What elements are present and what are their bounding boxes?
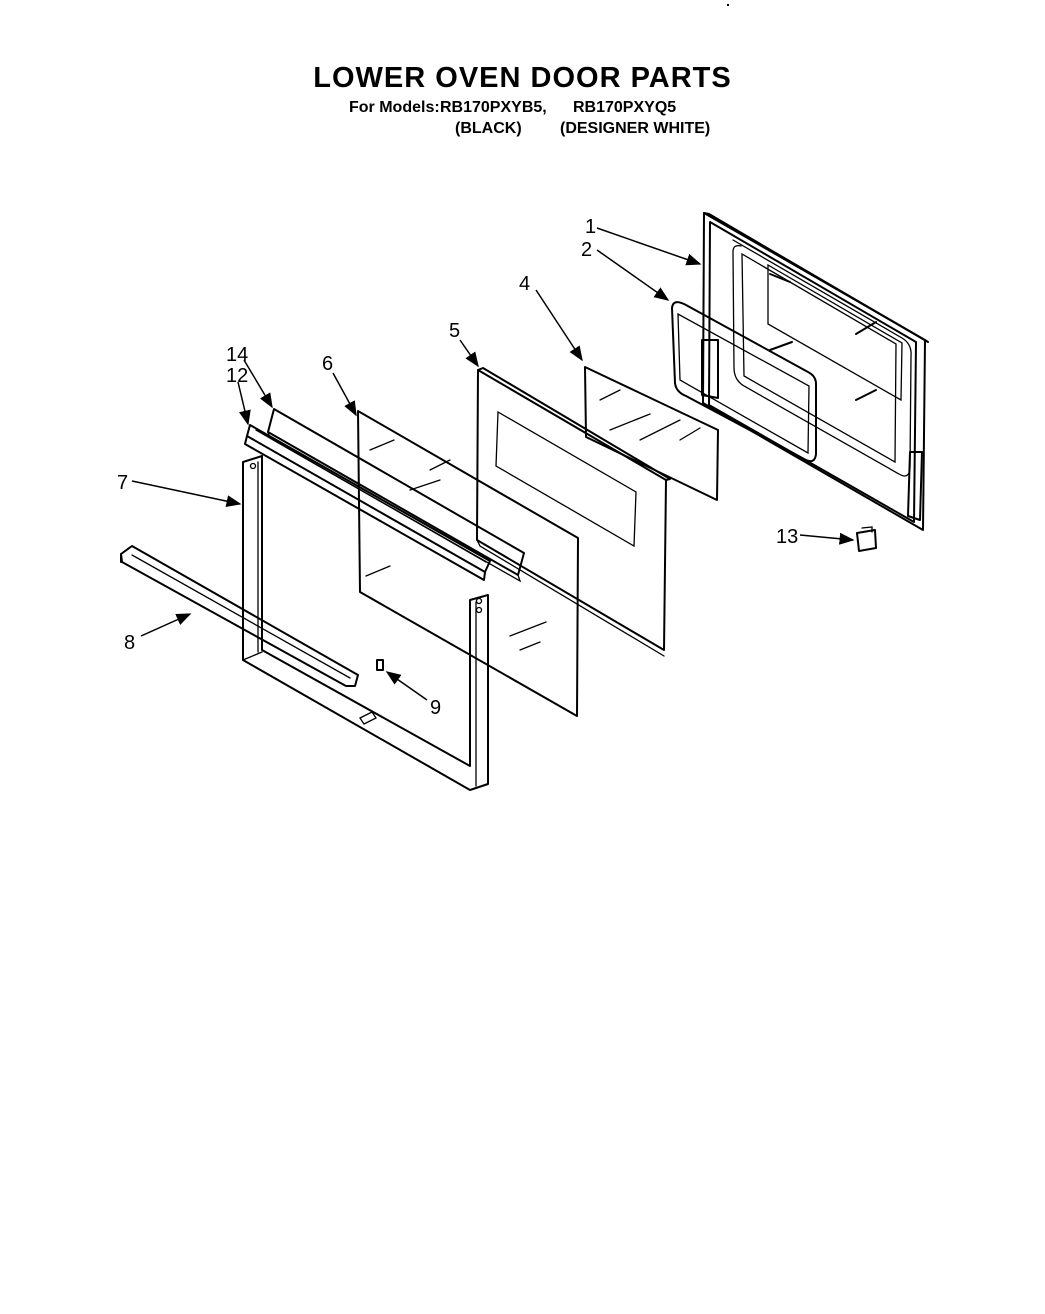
callout-2: 2	[581, 239, 592, 261]
model-color-white: (DESIGNER WHITE)	[560, 120, 711, 137]
part-1-inner-door-panel	[701, 212, 929, 531]
callout-9: 9	[430, 697, 441, 719]
callout-5: 5	[449, 320, 460, 342]
part-14-trim-strip	[267, 408, 525, 583]
callout-14: 14	[226, 344, 248, 366]
model-color-black: (BLACK)	[455, 120, 522, 137]
callout-7: 7	[117, 472, 128, 494]
models-label: For Models:	[349, 99, 440, 116]
model-number-white: RB170PXYQ5	[573, 99, 677, 116]
part-2-door-gasket	[671, 301, 817, 463]
page-title: LOWER OVEN DOOR PARTS	[313, 62, 732, 94]
stray-mark	[727, 4, 729, 6]
part-6-outer-glass	[357, 410, 579, 717]
part-5-window-frame	[476, 367, 671, 657]
part-9-screw	[376, 659, 384, 671]
part-4-glass	[584, 366, 719, 501]
part-7-door-frame	[242, 455, 489, 791]
callout-1: 1	[585, 216, 596, 238]
callout-13: 13	[776, 526, 798, 548]
model-number-black: RB170PXYB5,	[440, 99, 547, 116]
part-8-handle	[120, 545, 359, 687]
part-12-top-channel	[244, 424, 491, 581]
callout-12: 12	[226, 365, 248, 387]
callout-leaders	[131, 227, 855, 701]
callout-4: 4	[519, 273, 530, 295]
part-13-clip	[856, 526, 877, 552]
callout-8: 8	[124, 632, 135, 654]
callout-6: 6	[322, 353, 333, 375]
